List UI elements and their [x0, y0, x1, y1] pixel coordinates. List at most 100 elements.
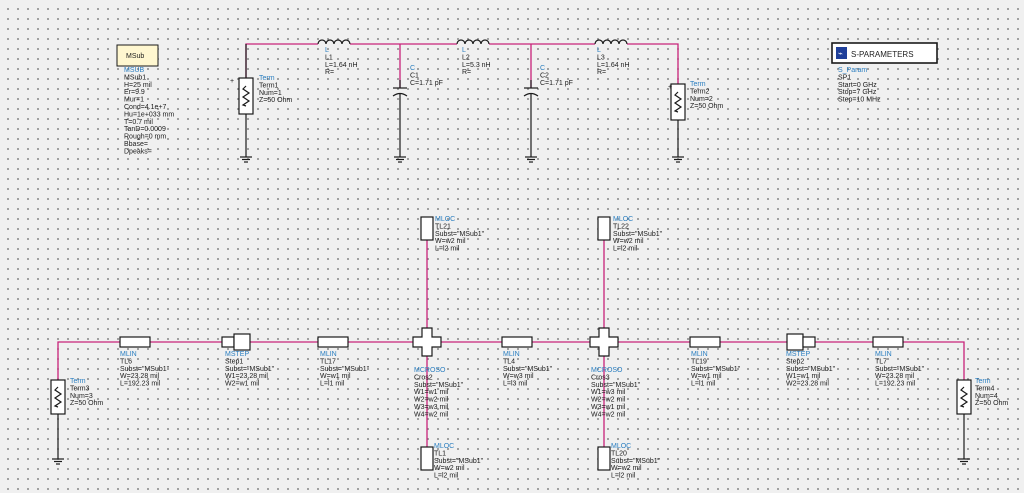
term2-label-line: Z=50 Ohm: [690, 103, 723, 110]
term1-symbol[interactable]: +: [230, 44, 254, 163]
mloc-tl1-symbol[interactable]: [420, 446, 434, 471]
mloc-tl21-symbol[interactable]: [420, 216, 434, 241]
term2-symbol[interactable]: +: [668, 83, 686, 163]
step2-label-title: MSTEP: [786, 351, 810, 358]
tl4-label-line: Subst="MSub1": [503, 366, 553, 373]
mcroso-cros3-symbol[interactable]: [589, 327, 619, 357]
tl7-label-title: MLIN: [875, 351, 892, 358]
svg-text:+: +: [668, 84, 672, 91]
msub-label-line: Cond=4.1e+7: [124, 104, 167, 111]
tl19-label-title: MLIN: [691, 351, 708, 358]
tl21-label-line: W=w2 mil: [435, 238, 466, 245]
mstep-step1-symbol[interactable]: [221, 333, 251, 351]
msub-label-line: Dpeaks=: [124, 148, 152, 155]
c2-label-title: C: [540, 65, 545, 72]
tl1-label-line: Subst="MSub1": [434, 458, 484, 465]
cros2-label-line: W3=w3 mil: [414, 404, 449, 411]
cros2-label-line: Cros2: [414, 374, 433, 381]
sparam-label-line: Stop=7 GHz: [838, 89, 877, 96]
mlin-tl7-symbol[interactable]: [872, 336, 904, 348]
svg-text:+: +: [230, 78, 234, 85]
c1-label-line: C=1.71 pF: [410, 80, 443, 87]
sparam-block[interactable]: ⌁ S-PARAMETERS: [831, 42, 938, 64]
mcroso-cros2-symbol[interactable]: [412, 327, 442, 357]
msub-label-line: Rough=0 mm: [124, 134, 166, 141]
l1-label-line: L=1.64 nH: [325, 62, 358, 69]
mlin-tl17-symbol[interactable]: [317, 336, 349, 348]
tl20-label-title: MLOC: [611, 443, 631, 450]
step1-label-line: Subst="MSub1": [225, 366, 275, 373]
mlin-tl6-symbol[interactable]: [119, 336, 151, 348]
msub-label-line: T=0.7 mil: [124, 119, 153, 126]
inductor-l3-symbol[interactable]: [594, 39, 628, 45]
term4-symbol[interactable]: [956, 379, 972, 465]
tl22-label-line: W=w2 mil: [613, 238, 644, 245]
sparam-label-line: Start=0 GHz: [838, 82, 877, 89]
l2-label-line: R=: [462, 69, 471, 76]
c2-label-line: C2: [540, 72, 549, 79]
mlin-tl19-symbol[interactable]: [689, 336, 721, 348]
tl1-label-line: L=l2 mil: [434, 473, 459, 480]
inductor-l1-symbol[interactable]: [317, 39, 351, 45]
msub-label-title: MSUB: [124, 67, 145, 74]
msub-label-line: Mur=1: [124, 97, 144, 104]
tl20-label-line: L=l2 mil: [611, 473, 636, 480]
term2-label-line: Term2: [690, 88, 710, 95]
step2-label-line: Subst="MSub1": [786, 366, 836, 373]
msub-block[interactable]: MSub: [116, 44, 159, 67]
term3-symbol[interactable]: [50, 379, 66, 465]
tl20-label-line: W=w2 mil: [611, 465, 642, 472]
tl7-label-line: L=192.23 mil: [875, 381, 916, 388]
c2-label-line: C=1.71 pF: [540, 80, 573, 87]
tl6-label-line: W=23.28 mil: [120, 373, 160, 380]
sparam-label-title: S_Param: [838, 67, 867, 74]
tl21-label-line: Subst="MSub1": [435, 231, 485, 238]
term1-label-line: Z=50 Ohm: [259, 97, 292, 104]
mlin-tl4-symbol[interactable]: [501, 336, 533, 348]
sparam-box-label: S-PARAMETERS: [851, 50, 914, 59]
step2-label-line: Step2: [786, 358, 804, 365]
msub-label-line: Bbase=: [124, 141, 148, 148]
cros2-label-line: W4=w2 mil: [414, 411, 449, 418]
term4-label-title: Term: [975, 378, 991, 385]
tl7-label-line: Subst="MSub1": [875, 366, 925, 373]
l3-label-line: L=1.64 nH: [597, 62, 630, 69]
tl17-label-line: TL17: [320, 358, 336, 365]
capacitor-c2-symbol[interactable]: [523, 80, 539, 163]
mloc-tl22-symbol[interactable]: [597, 216, 611, 241]
capacitor-c1-symbol[interactable]: [392, 80, 408, 163]
tl21-label-line: L=l2 mil: [435, 246, 460, 253]
tl1-label-line: TL1: [434, 450, 446, 457]
tl1-label-line: W=w2 mil: [434, 465, 465, 472]
mstep-step2-symbol[interactable]: [786, 333, 816, 351]
tl6-label-title: MLIN: [120, 351, 137, 358]
msub-label-line: Hu=1e+033 mm: [124, 111, 174, 118]
cros2-label-line: W2=w2 mil: [414, 397, 449, 404]
tl22-label-line: Subst="MSub1": [613, 231, 663, 238]
tl20-label-line: TL20: [611, 450, 627, 457]
inductor-l2-symbol[interactable]: [456, 39, 490, 45]
cros3-label-line: W4=w2 mil: [591, 411, 626, 418]
l3-label-line: L3: [597, 54, 605, 61]
l1-label-title: L: [325, 47, 329, 54]
cros3-label-line: Subst="MSub1": [591, 382, 641, 389]
tl19-label-line: W=w1 mil: [691, 373, 722, 380]
mloc-tl20-symbol[interactable]: [597, 446, 611, 471]
msub-label-line: H=25 mil: [124, 82, 152, 89]
term2-label-line: Num=2: [690, 96, 713, 103]
l1-label-line: R=: [325, 69, 334, 76]
term1-label-line: Num=1: [259, 90, 282, 97]
l3-label-line: R=: [597, 69, 606, 76]
